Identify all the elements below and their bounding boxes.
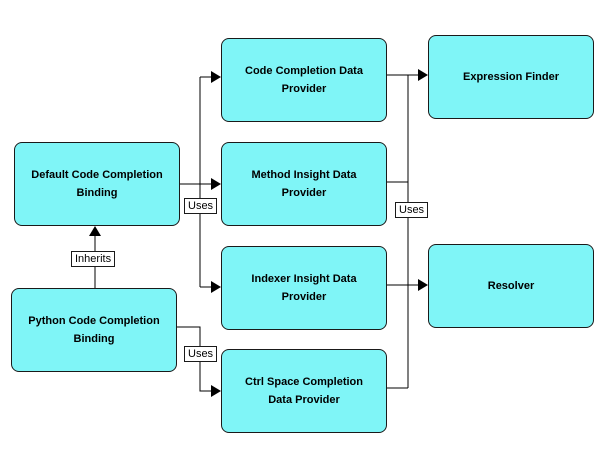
arrowhead-inherits bbox=[89, 226, 101, 236]
node-default-code-completion-binding-label: Default Code Completion Binding bbox=[31, 169, 163, 199]
arrowhead-resolver bbox=[418, 279, 428, 291]
node-code-completion-data-provider: Code Completion Data Provider bbox=[221, 38, 387, 122]
node-default-code-completion-binding: Default Code Completion Binding bbox=[14, 142, 180, 226]
arrowhead-ctrl-space bbox=[211, 385, 221, 397]
node-method-insight-data-provider: Method Insight Data Provider bbox=[221, 142, 387, 226]
edge-label-uses-providers: Uses bbox=[395, 202, 429, 218]
edge-label-uses-default: Uses bbox=[184, 198, 218, 214]
arrowhead-indexer-insight bbox=[211, 281, 221, 293]
node-indexer-insight-data-provider-label: Indexer Insight Data Provider bbox=[251, 273, 357, 303]
arrowhead-method-insight bbox=[211, 178, 221, 190]
node-expression-finder: Expression Finder bbox=[428, 35, 594, 119]
node-method-insight-data-provider-label: Method Insight Data Provider bbox=[251, 169, 357, 199]
edge-label-inherits: Inherits bbox=[71, 251, 116, 267]
node-expression-finder-label: Expression Finder bbox=[463, 71, 559, 83]
node-indexer-insight-data-provider: Indexer Insight Data Provider bbox=[221, 246, 387, 330]
edge-label-uses-python: Uses bbox=[184, 346, 218, 362]
node-ctrl-space-completion-data-provider-label: Ctrl Space Completion Data Provider bbox=[245, 376, 363, 406]
node-ctrl-space-completion-data-provider: Ctrl Space Completion Data Provider bbox=[221, 349, 387, 433]
node-resolver: Resolver bbox=[428, 244, 594, 328]
node-code-completion-data-provider-label: Code Completion Data Provider bbox=[245, 65, 363, 95]
node-resolver-label: Resolver bbox=[487, 280, 535, 292]
arrowhead-code-completion bbox=[211, 71, 221, 83]
node-python-code-completion-binding-label: Python Code Completion Binding bbox=[28, 315, 160, 345]
node-python-code-completion-binding: Python Code Completion Binding bbox=[11, 288, 177, 372]
arrowhead-expression-finder bbox=[418, 69, 428, 81]
